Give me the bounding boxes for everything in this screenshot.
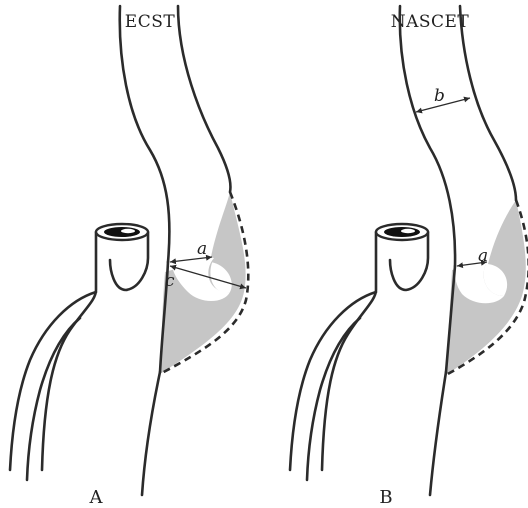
panel-a: ECST a c A [10, 6, 248, 508]
panel-a-title: ECST [125, 12, 176, 32]
panel-b-eca-stump [322, 232, 376, 470]
panel-b-letter: B [379, 487, 392, 508]
panel-b: NASCET b a B [290, 6, 528, 508]
panel-a-label-c: c [165, 271, 175, 291]
panel-b-label-b: b [434, 86, 445, 106]
panel-a-letter: A [89, 487, 104, 508]
panel-b-title: NASCET [391, 12, 470, 32]
panel-b-branch-outer [290, 292, 376, 470]
panel-a-branch-outer [10, 292, 96, 470]
panel-a-ica-outer-wall [178, 6, 231, 192]
panel-b-label-a: a [478, 246, 488, 266]
panel-b-ica-outer-wall [460, 6, 516, 200]
panel-a-label-a: a [197, 239, 207, 259]
panel-a-eca-stump [42, 232, 96, 470]
